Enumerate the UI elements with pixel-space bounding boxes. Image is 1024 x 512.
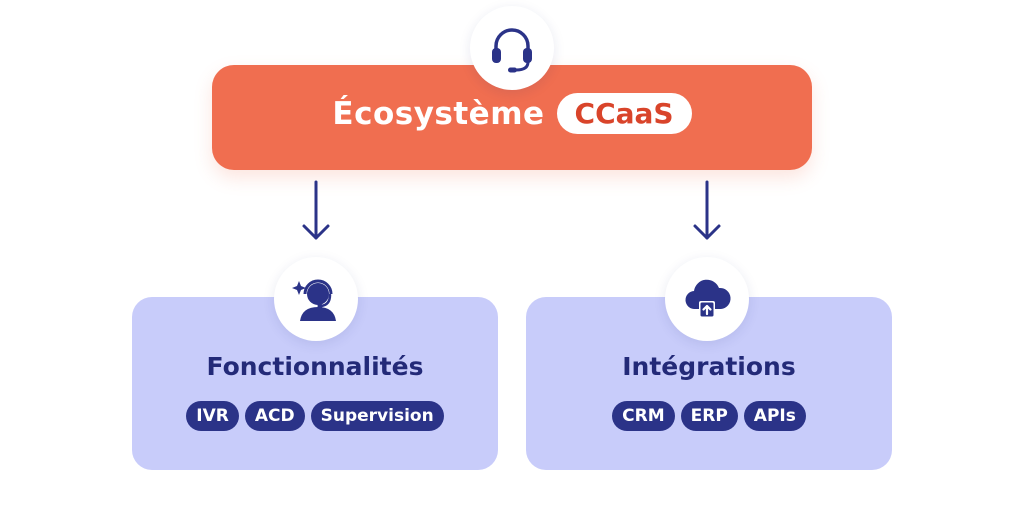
support-agent-icon-circle [274,257,358,341]
features-tags: IVR ACD Supervision [132,401,498,431]
cloud-upload-icon [685,279,731,318]
tag-acd: ACD [244,401,305,431]
ecosystem-title-word: Écosystème [332,95,545,132]
arrow-down-left [302,180,330,240]
ccaas-pill: CCaaS [556,93,692,134]
tag-apis: APIs [743,401,806,431]
tag-ivr: IVR [186,401,239,431]
ecosystem-title: Écosystème CCaaS [0,93,1024,134]
arrow-down-right [693,180,721,240]
tag-erp: ERP [680,401,738,431]
tag-supervision: Supervision [310,401,444,431]
integrations-tags: CRM ERP APIs [526,401,892,431]
headset-icon-circle [470,6,554,90]
features-title: Fonctionnalités [206,352,424,381]
support-agent-icon [292,279,336,321]
headset-icon [492,28,532,73]
cloud-upload-icon-circle [665,257,749,341]
integrations-title: Intégrations [622,352,796,381]
tag-crm: CRM [612,401,675,431]
